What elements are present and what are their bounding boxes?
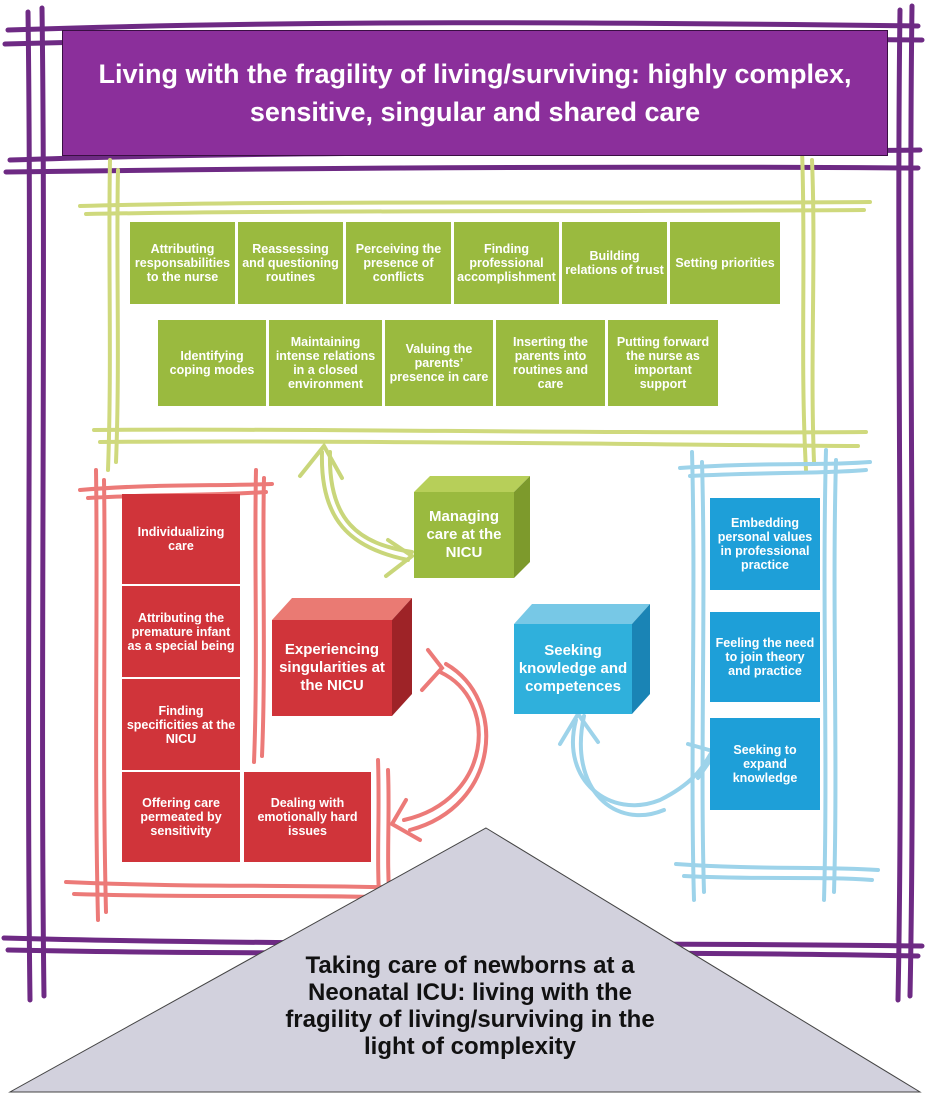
green-arrow [298,442,416,578]
green-frame [78,148,872,472]
green-box: Reassessing and questioning routines [238,222,343,304]
green-box: Setting priorities [670,222,780,304]
cube-seeking-label: Seeking knowledge and competences [518,642,628,695]
red-box: Offering care permeated by sensitivity [122,772,240,862]
blue-box: Embedding personal values in professiona… [710,498,820,590]
cube-managing-label: Managing care at the NICU [426,508,502,561]
title-banner: Living with the fragility of living/surv… [62,30,888,156]
green-box: Maintaining intense relations in a close… [269,320,382,406]
green-box: Perceiving the presence of conflicts [346,222,451,304]
foundation-triangle [8,827,922,1093]
red-box: Individualizing care [122,494,240,584]
blue-box: Seeking to expand knowledge [710,718,820,810]
green-box: Valuing the parents’ presence in care [385,320,493,406]
cube-experiencing-label: Experiencing singularities at the NICU [279,641,385,694]
blue-box: Feeling the need to join theory and prac… [710,612,820,702]
red-box: Attributing the premature infant as a sp… [122,586,240,677]
cube-experiencing [272,598,412,716]
foundation-text: Taking care of newborns at a Neonatal IC… [285,952,655,1060]
title-text: Living with the fragility of living/surv… [98,59,852,127]
green-box: Putting forward the nurse as important s… [608,320,718,406]
green-box: Attributing responsabilities to the nurs… [130,222,235,304]
cube-seeking [514,604,650,714]
cube-managing [414,476,530,578]
green-box: Building relations of trust [562,222,667,304]
red-box: Dealing with emotionally hard issues [244,772,371,862]
green-box: Inserting the parents into routines and … [496,320,605,406]
red-arrow [389,648,489,842]
green-box: Finding professional accomplishment [454,222,559,304]
green-box: Identifying coping modes [158,320,266,406]
red-box: Finding specificities at the NICU [122,679,240,770]
blue-frame [674,448,880,902]
